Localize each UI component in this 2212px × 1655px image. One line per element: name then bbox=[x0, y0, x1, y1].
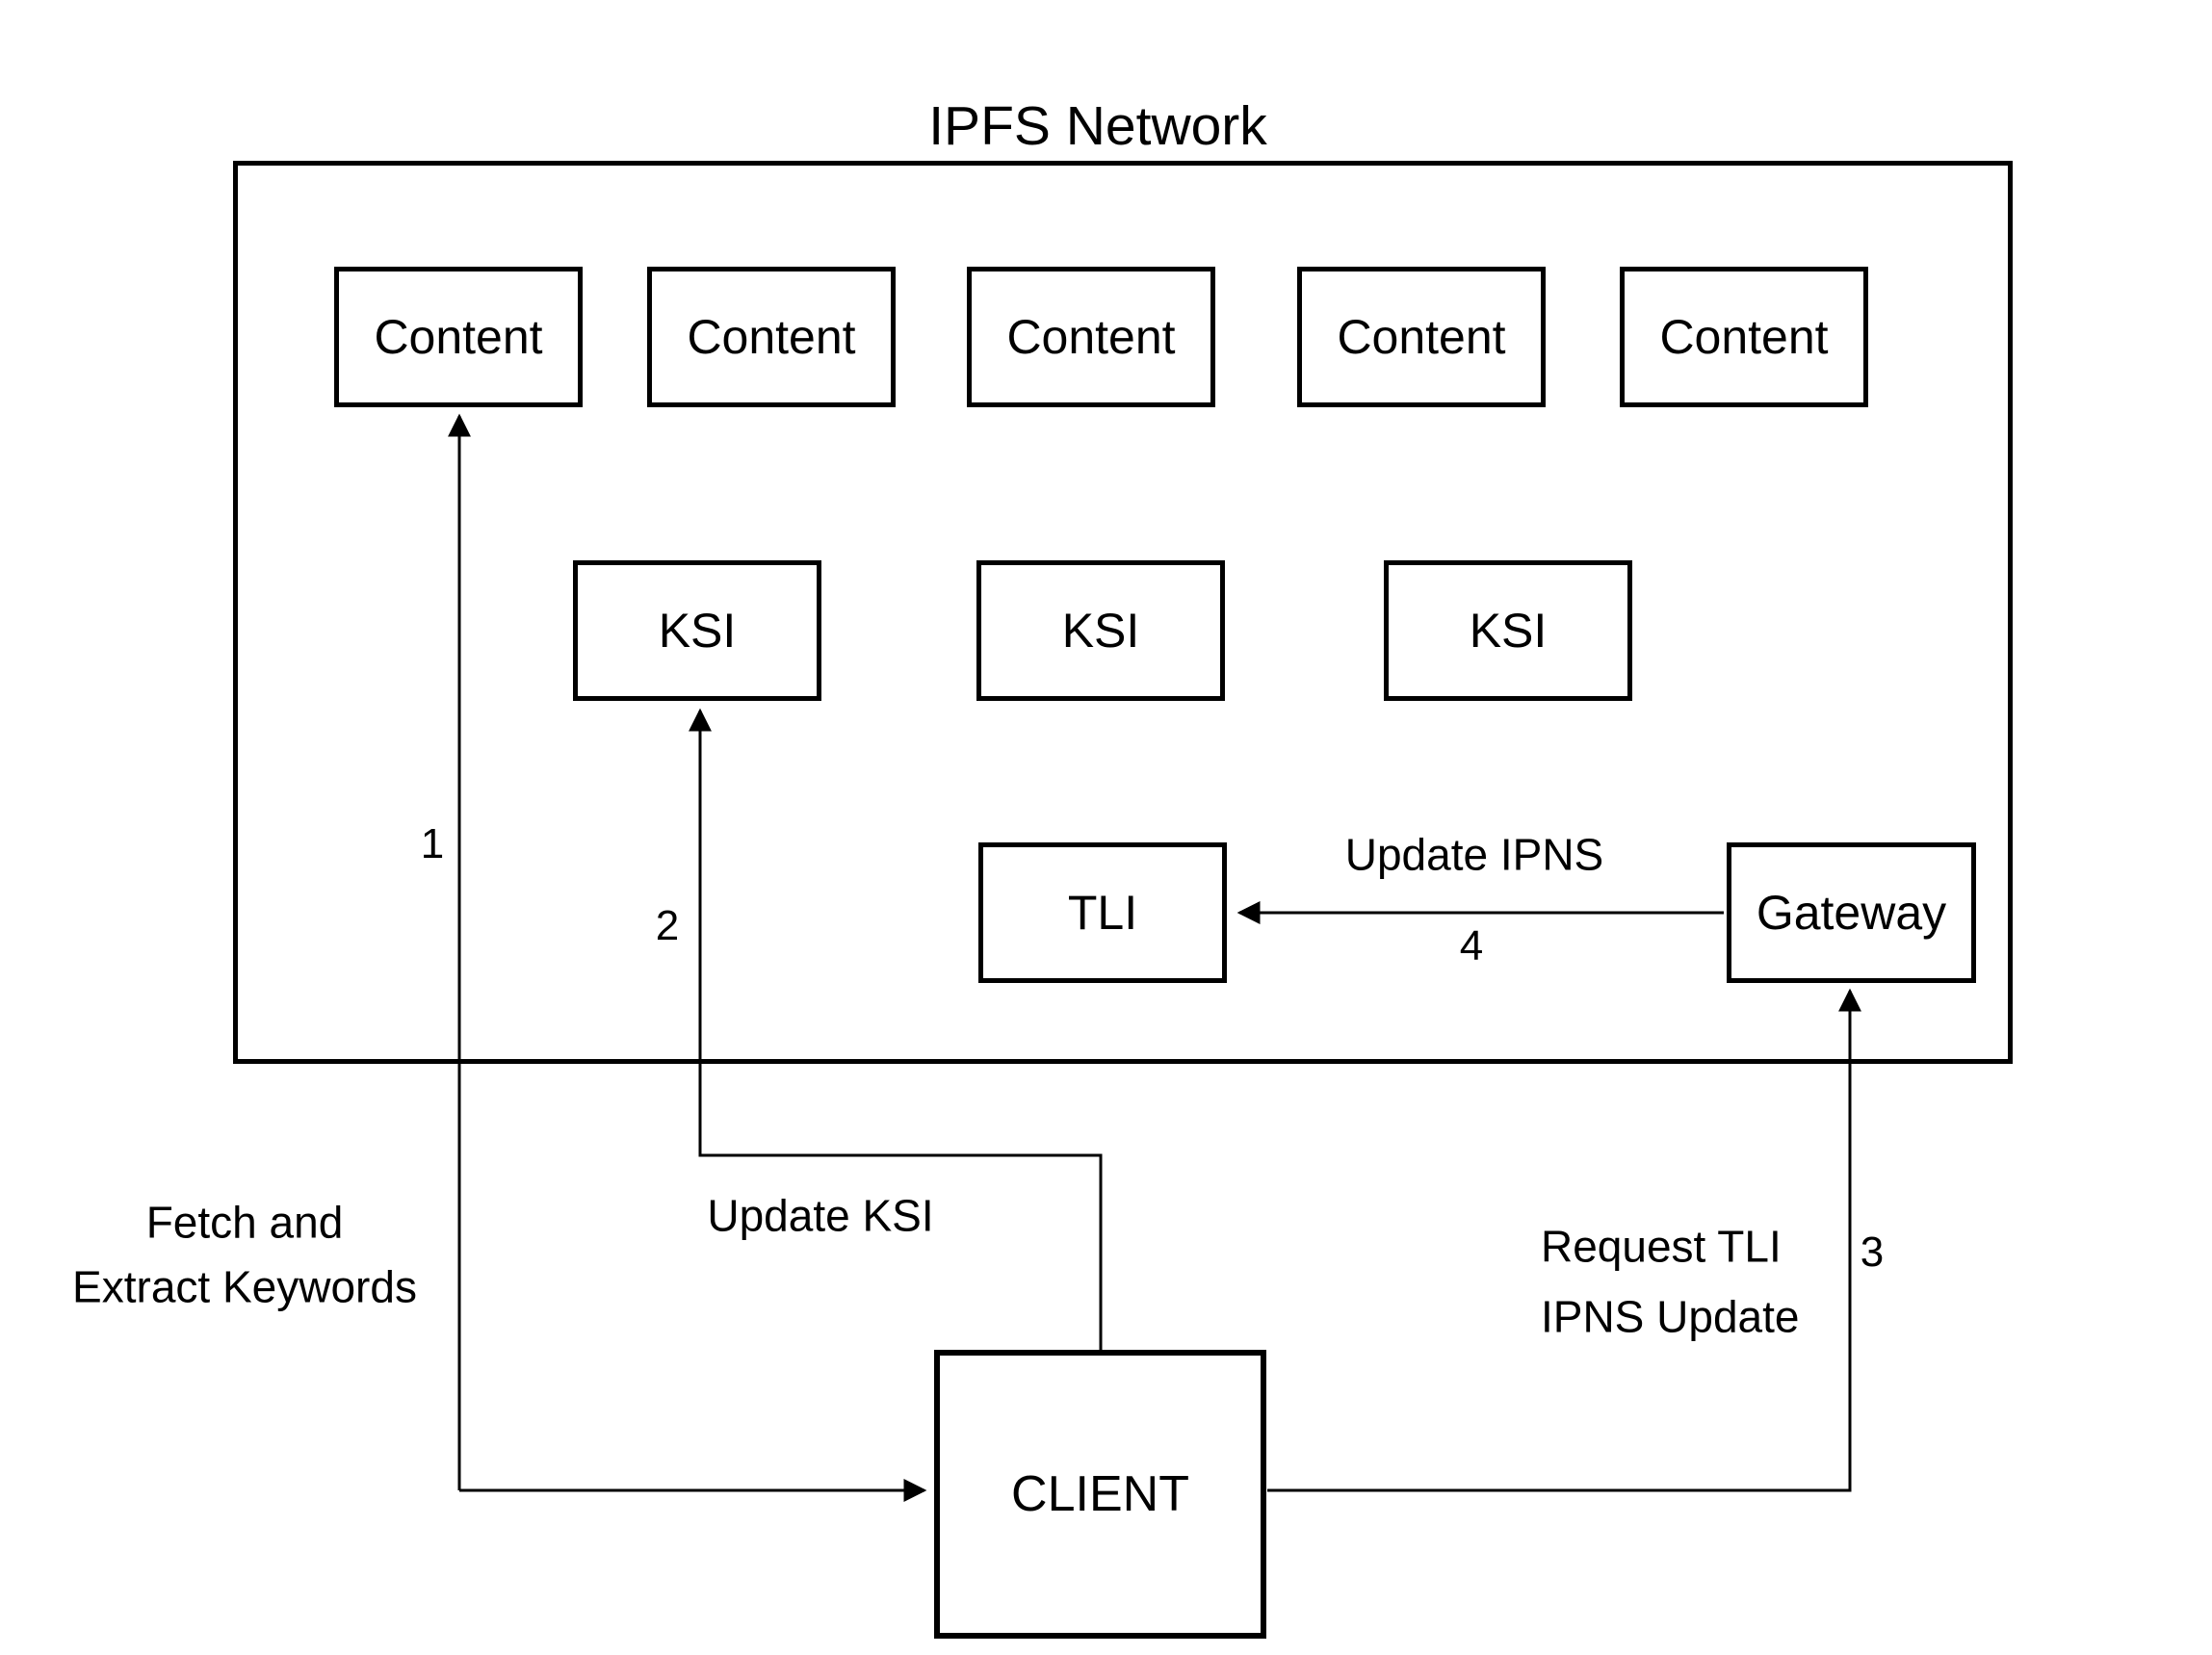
edge-3-number: 3 bbox=[1860, 1228, 1885, 1276]
tli-node: TLI bbox=[978, 842, 1227, 983]
edge-4-number: 4 bbox=[1459, 921, 1484, 970]
content-node-1: Content bbox=[334, 267, 583, 407]
edge-1-number: 1 bbox=[420, 819, 445, 867]
fetch-extract-label-line2: Extract Keywords bbox=[72, 1261, 417, 1312]
request-tli-label-line2: IPNS Update bbox=[1541, 1291, 1800, 1342]
client-node: CLIENT bbox=[934, 1350, 1266, 1639]
content-node-4: Content bbox=[1297, 267, 1546, 407]
diagram-title: IPFS Network bbox=[928, 95, 1267, 157]
ipfs-network-boundary bbox=[233, 161, 2013, 1064]
update-ksi-label: Update KSI bbox=[707, 1190, 934, 1241]
content-node-2: Content bbox=[647, 267, 896, 407]
update-ipns-label: Update IPNS bbox=[1344, 829, 1604, 880]
content-node-5: Content bbox=[1620, 267, 1868, 407]
edge-2-number: 2 bbox=[655, 901, 680, 949]
ksi-node-3: KSI bbox=[1384, 560, 1632, 701]
gateway-node: Gateway bbox=[1727, 842, 1976, 983]
request-tli-label-line1: Request TLI bbox=[1541, 1221, 1782, 1272]
content-node-3: Content bbox=[967, 267, 1215, 407]
ksi-node-2: KSI bbox=[976, 560, 1225, 701]
fetch-extract-label-line1: Fetch and bbox=[145, 1197, 344, 1248]
ksi-node-1: KSI bbox=[573, 560, 821, 701]
